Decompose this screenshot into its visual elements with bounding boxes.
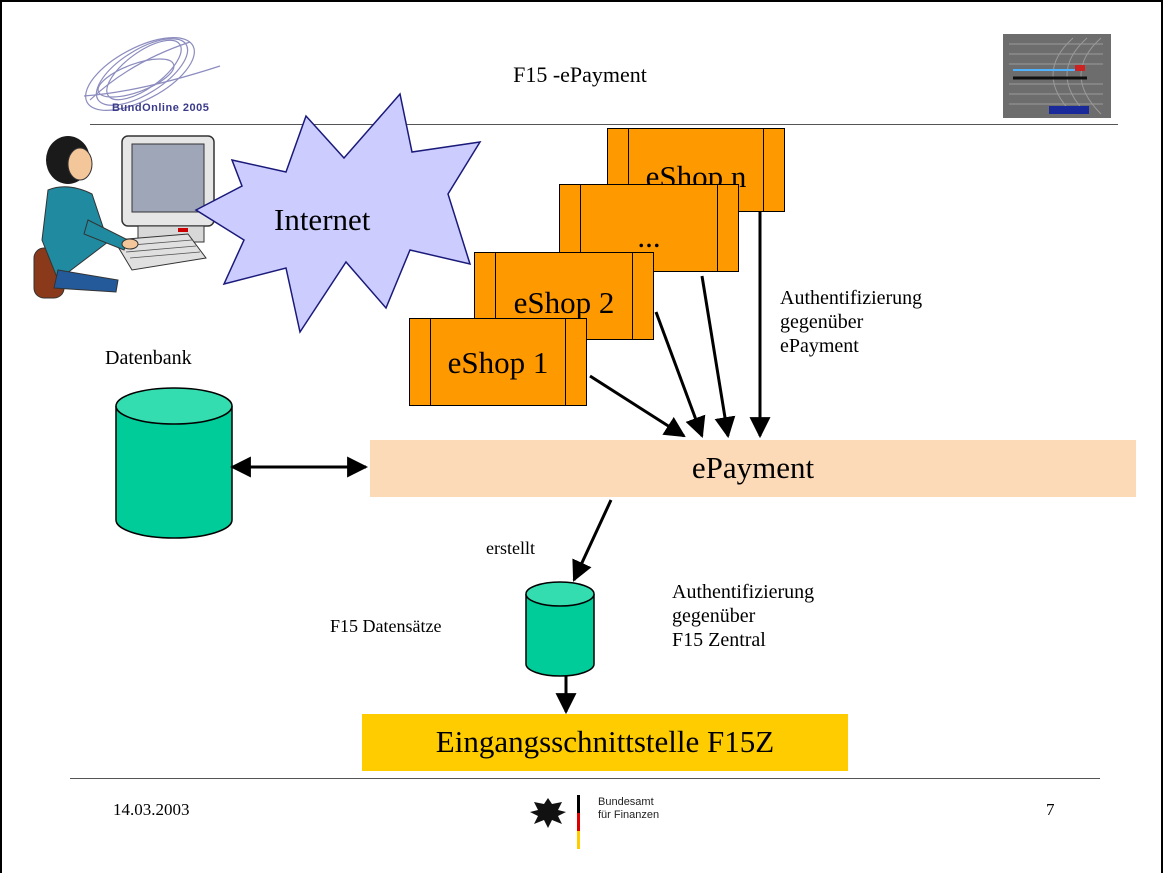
corner-logo xyxy=(1003,34,1111,118)
slide-border-left xyxy=(0,0,2,873)
auth-epayment-text: Authentifizierung gegenüber ePayment xyxy=(780,286,922,358)
auth-epayment-line-2: gegenüber xyxy=(780,311,864,333)
auth-f15-line-2: gegenüber xyxy=(672,605,756,627)
eshop-box-1: eShop 1 xyxy=(409,318,587,406)
epayment-label: ePayment xyxy=(691,450,815,485)
slide-border-top xyxy=(0,0,1163,2)
auth-f15-line-1: Authentifizierung xyxy=(672,581,815,603)
arrow-epayment-f15 xyxy=(572,499,613,582)
slide-title: F15 -ePayment xyxy=(513,62,647,87)
f15-datensaetze-label: F15 Datensätze xyxy=(330,616,442,636)
eshop-label-2: eShop 2 xyxy=(513,285,615,320)
erstellt-label: erstellt xyxy=(486,538,535,558)
page-number: 7 xyxy=(1046,800,1055,819)
internet-label: Internet xyxy=(274,202,371,237)
eshop-label-more: ... xyxy=(637,219,661,254)
user-computer-illustration xyxy=(33,135,215,299)
bundonline-logo-text: BundOnline 2005 xyxy=(112,102,210,114)
bundesamt-logo-text: Bundesamt für Finanzen xyxy=(598,796,659,822)
german-flag-bar xyxy=(577,795,580,849)
footer-date: 14.03.2003 xyxy=(113,800,190,819)
datenbank-label: Datenbank xyxy=(105,347,192,369)
auth-epayment-line-1: Authentifizierung xyxy=(780,287,923,309)
arrow-eshop1-epayment xyxy=(589,374,686,438)
epayment-bar xyxy=(370,440,1136,497)
eingangsschnittstelle-label: Eingangsschnittstelle F15Z xyxy=(435,724,775,759)
auth-epayment-line-3: ePayment xyxy=(780,335,859,357)
datenbank-cylinder xyxy=(115,387,233,539)
header-rule xyxy=(90,124,1118,125)
eingangsschnittstelle-box xyxy=(362,714,848,771)
bundonline-logo xyxy=(83,37,221,111)
auth-f15-text: Authentifizierung gegenüber F15 Zentral xyxy=(672,580,814,652)
arrow-eshop2-epayment xyxy=(654,311,706,438)
f15-datensaetze-cylinder xyxy=(525,581,595,677)
eshop-label-1: eShop 1 xyxy=(447,345,549,380)
slide-border-right xyxy=(1161,0,1163,873)
footer-rule xyxy=(70,778,1100,779)
internet-cloud xyxy=(194,92,482,334)
arrow-eshopmore-epayment xyxy=(700,275,736,439)
federal-eagle-icon xyxy=(530,798,566,828)
bundesamt-line-1: Bundesamt xyxy=(598,796,654,808)
bundesamt-line-2: für Finanzen xyxy=(598,809,660,821)
auth-f15-line-3: F15 Zentral xyxy=(672,629,766,651)
